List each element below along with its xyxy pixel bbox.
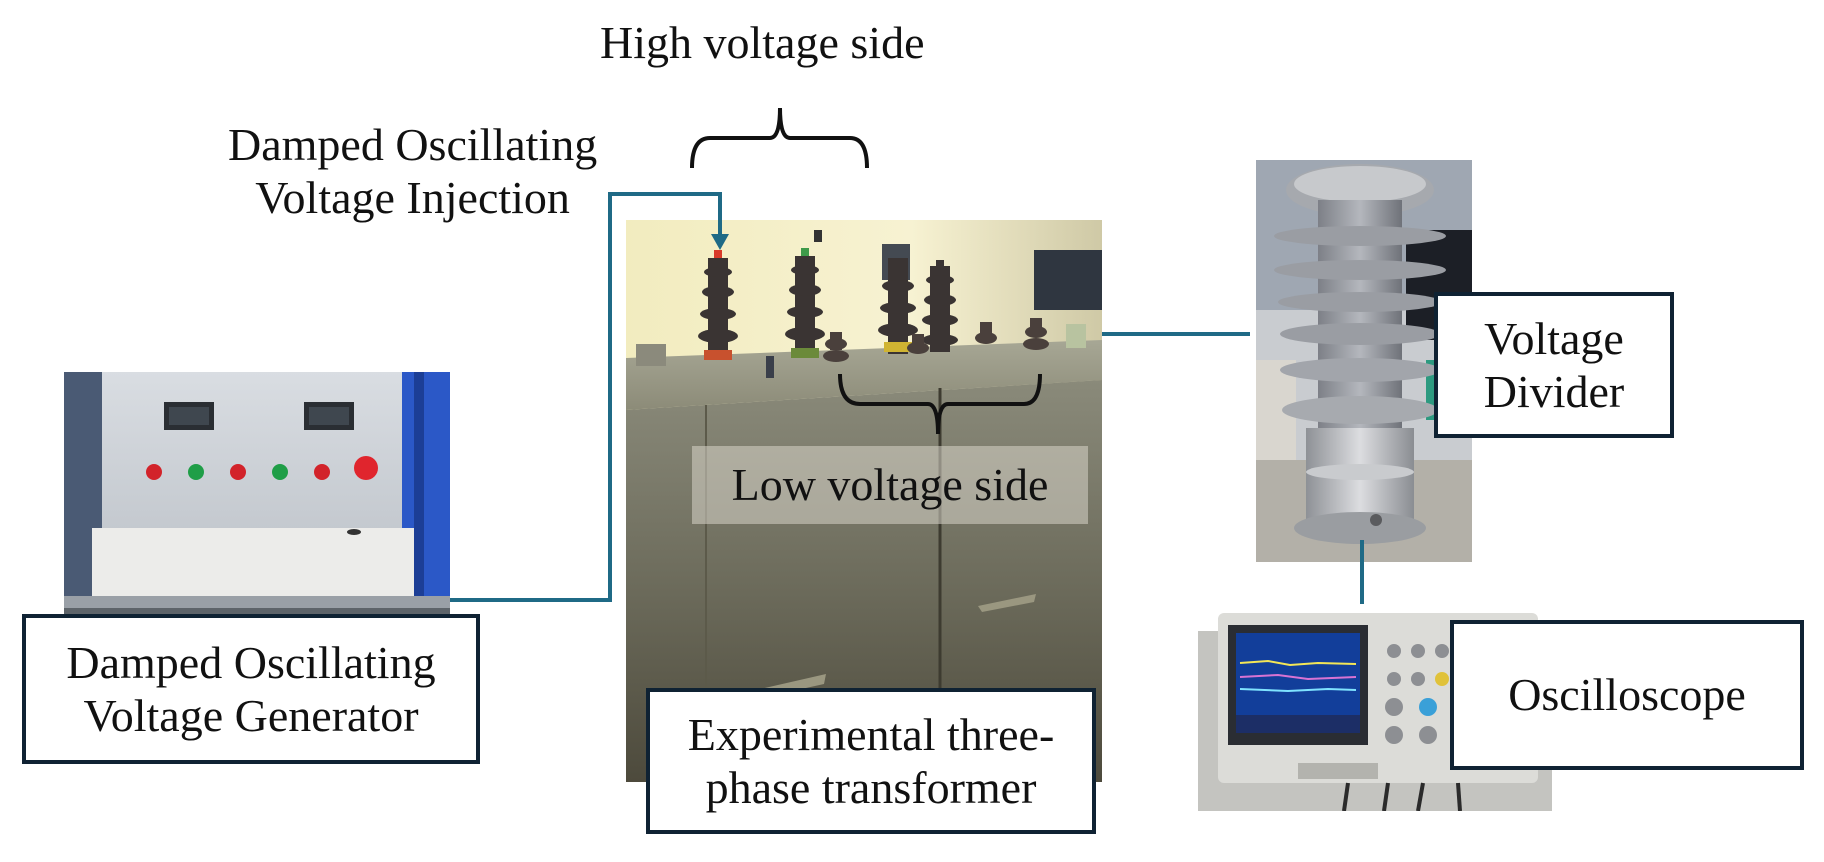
injection-label-line2: Voltage Injection (255, 172, 570, 224)
injection-label: Damped Oscillating Voltage Injection (228, 118, 597, 225)
generator-photo (64, 372, 450, 614)
oscilloscope-label-box: Oscilloscope (1450, 620, 1804, 770)
injection-label-line1: Damped Oscillating (228, 119, 598, 170)
high-voltage-bracket (690, 107, 869, 169)
generator-label-line1: Damped Oscillating (66, 636, 436, 688)
arrow-down-icon (711, 234, 729, 250)
voltage-divider-label-line1: Voltage (1484, 312, 1624, 364)
generator-label-box: Damped Oscillating Voltage Generator (22, 614, 480, 764)
transformer-label-box: Experimental three- phase transformer (646, 688, 1096, 834)
voltage-divider-label-line2: Divider (1483, 366, 1625, 417)
low-voltage-side-label: Low voltage side (692, 446, 1088, 524)
voltage-divider-label-box: Voltage Divider (1434, 292, 1674, 438)
transformer-label-line1: Experimental three- (687, 708, 1055, 760)
high-voltage-side-label: High voltage side (600, 17, 925, 68)
generator-label-line2: Voltage Generator (83, 690, 419, 741)
transformer-label-line2: phase transformer (705, 762, 1037, 813)
low-voltage-bracket (838, 373, 1042, 435)
generator-to-transformer-wire (450, 192, 722, 602)
